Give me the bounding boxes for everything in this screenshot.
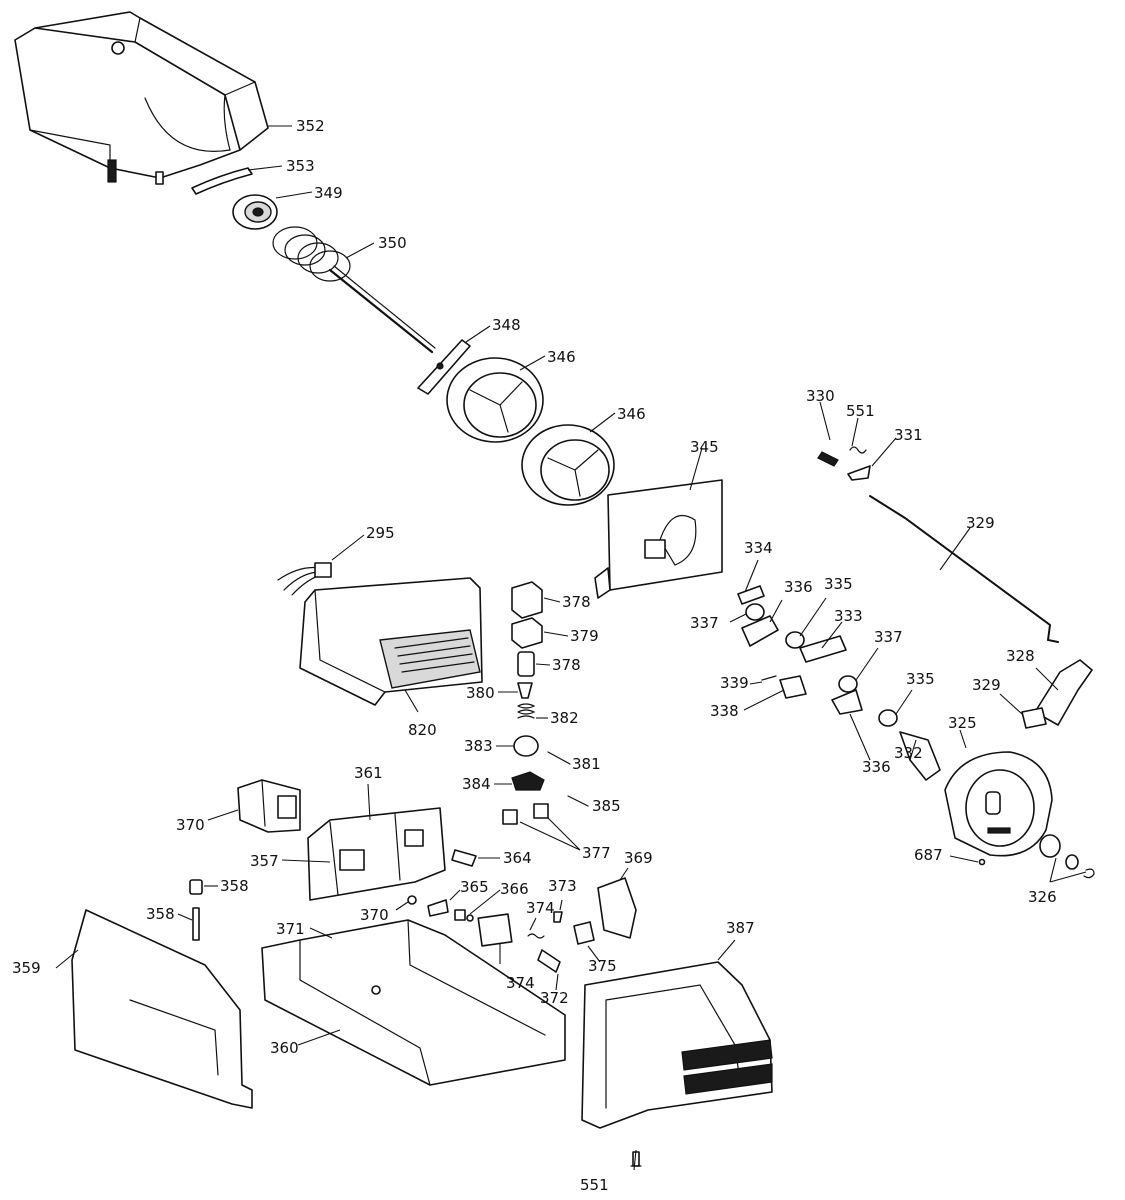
callout-373: 373 xyxy=(548,877,577,895)
wire-harness-part xyxy=(277,562,332,596)
leader-lines xyxy=(55,125,1087,1171)
callout-380: 380 xyxy=(466,684,495,702)
callout-335: 335 xyxy=(824,575,853,593)
bucket-gasket-part xyxy=(191,167,253,195)
callout-357: 357 xyxy=(250,852,279,870)
control-bracket-part xyxy=(307,807,446,901)
callout-366: 366 xyxy=(500,880,529,898)
callout-375: 375 xyxy=(588,957,617,975)
callout-labels: 352 353 349 350 348 346 346 345 330 551 … xyxy=(12,117,1057,1194)
callout-371: 371 xyxy=(276,920,305,938)
callout-349: 349 xyxy=(314,184,343,202)
callout-325: 325 xyxy=(948,714,977,732)
lever-spring-part xyxy=(817,446,871,481)
callout-329-second: 329 xyxy=(972,676,1001,694)
callout-385: 385 xyxy=(592,797,621,815)
callout-330: 330 xyxy=(806,387,835,405)
callout-387: 387 xyxy=(726,919,755,937)
callout-334: 334 xyxy=(744,539,773,557)
callout-346: 346 xyxy=(547,348,576,366)
callout-328: 328 xyxy=(1006,647,1035,665)
callout-352: 352 xyxy=(296,117,325,135)
callout-370: 370 xyxy=(176,816,205,834)
callout-348: 348 xyxy=(492,316,521,334)
solenoid-stack-parts xyxy=(502,581,589,825)
ice-bucket-part xyxy=(14,11,269,185)
base-tray-part xyxy=(261,919,566,1086)
callout-382: 382 xyxy=(550,709,579,727)
crusher-blade-part-2 xyxy=(521,424,615,506)
callout-364: 364 xyxy=(503,849,532,867)
callout-377: 377 xyxy=(582,844,611,862)
callout-384: 384 xyxy=(462,775,491,793)
callout-359: 359 xyxy=(12,959,41,977)
bail-arm-bracket-part xyxy=(1021,659,1093,729)
callout-358-second: 358 xyxy=(146,905,175,923)
callout-333: 333 xyxy=(834,607,863,625)
callout-326: 326 xyxy=(1028,888,1057,906)
callout-369: 369 xyxy=(624,849,653,867)
callout-551-second: 551 xyxy=(580,1176,609,1194)
timer-motor-part xyxy=(237,779,301,833)
callout-381: 381 xyxy=(572,755,601,773)
callout-379: 379 xyxy=(570,627,599,645)
crusher-blade-part xyxy=(446,357,544,443)
callout-360: 360 xyxy=(270,1039,299,1057)
callout-370-second: 370 xyxy=(360,906,389,924)
ice-mold-assembly-part xyxy=(299,577,483,706)
callout-338: 338 xyxy=(710,702,739,720)
bearing-part xyxy=(232,194,278,230)
gear-linkage-parts xyxy=(737,585,941,781)
callout-329: 329 xyxy=(966,514,995,532)
callout-295: 295 xyxy=(366,524,395,542)
callout-346-second: 346 xyxy=(617,405,646,423)
switch-part xyxy=(451,849,477,867)
callout-336: 336 xyxy=(784,578,813,596)
drive-motor-part xyxy=(944,751,1053,857)
callout-345: 345 xyxy=(690,438,719,456)
callout-551: 551 xyxy=(846,402,875,420)
callout-374-second: 374 xyxy=(506,974,535,992)
front-plate-part xyxy=(594,479,723,599)
motor-hardware-part xyxy=(978,834,1095,879)
screw-parts xyxy=(189,879,203,941)
callout-350: 350 xyxy=(378,234,407,252)
callout-335-second: 335 xyxy=(906,670,935,688)
housing-cover-part xyxy=(581,961,773,1129)
callout-331: 331 xyxy=(894,426,923,444)
callout-336-second: 336 xyxy=(862,758,891,776)
callout-358: 358 xyxy=(220,877,249,895)
callout-378-second: 378 xyxy=(552,656,581,674)
callout-361: 361 xyxy=(354,764,383,782)
small-fastener-parts xyxy=(407,895,474,922)
callout-365: 365 xyxy=(460,878,489,896)
callout-820: 820 xyxy=(408,721,437,739)
callout-372: 372 xyxy=(540,989,569,1007)
callout-337-second: 337 xyxy=(874,628,903,646)
front-cover-part xyxy=(71,909,253,1109)
callout-353: 353 xyxy=(286,157,315,175)
valve-switch-parts xyxy=(477,877,637,973)
actuator-rod-part xyxy=(869,495,1059,643)
coupling-part xyxy=(417,339,471,395)
callout-374: 374 xyxy=(526,899,555,917)
callout-383: 383 xyxy=(464,737,493,755)
auger-part xyxy=(272,226,436,354)
callout-332: 332 xyxy=(894,744,923,762)
callout-339: 339 xyxy=(720,674,749,692)
callout-687: 687 xyxy=(914,846,943,864)
callout-337: 337 xyxy=(690,614,719,632)
callout-378: 378 xyxy=(562,593,591,611)
